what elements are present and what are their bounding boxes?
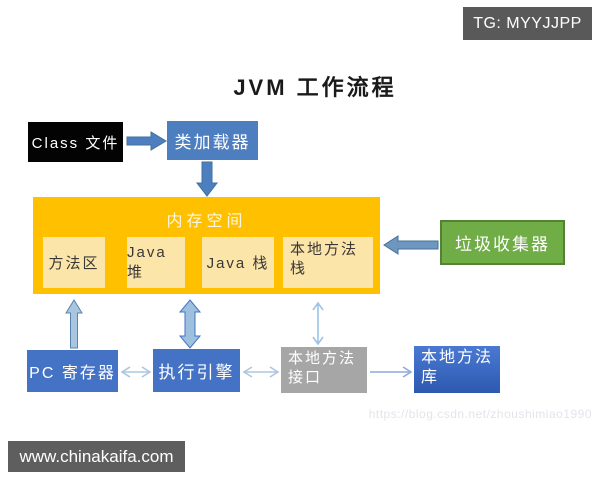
arrow-classloader-to-memory: [195, 161, 219, 197]
node-java-stack: Java 栈: [202, 237, 274, 288]
node-class-loader: 类加载器: [167, 121, 258, 160]
arrow-gc-to-memory: [383, 235, 439, 255]
diagram-title: JVM 工作流程: [233, 75, 397, 100]
memory-space-label: 内存空间: [166, 213, 247, 230]
arrow-classfile-to-classloader: [126, 131, 167, 151]
arrow-nativeinterface-memory-bidirectional: [312, 301, 324, 346]
arrow-nativeinterface-to-nativelibrary: [370, 366, 413, 378]
arrow-pcregister-to-memory: [65, 299, 83, 349]
csdn-watermark: https://blog.csdn.net/zhoushimiao1990: [368, 407, 592, 421]
arrow-pcregister-execengine-bidirectional: [120, 366, 152, 378]
node-class-file: Class 文件: [28, 122, 123, 162]
node-native-method-library: 本地方法库: [414, 346, 500, 393]
node-garbage-collector: 垃圾收集器: [440, 220, 565, 265]
node-java-heap: Java 堆: [127, 237, 185, 288]
node-pc-register: PC 寄存器: [27, 350, 118, 392]
arrow-execengine-memory-bidirectional: [178, 299, 202, 349]
arrow-execengine-nativeinterface-bidirectional: [242, 366, 280, 378]
node-method-area: 方法区: [43, 237, 105, 288]
node-execution-engine: 执行引擎: [153, 349, 240, 392]
tg-badge: TG: MYYJJPP: [463, 7, 592, 40]
node-native-method-stack: 本地方法栈: [283, 237, 373, 288]
node-native-method-interface: 本地方法接口: [281, 347, 367, 393]
site-footer-bar: www.chinakaifa.com: [8, 441, 185, 472]
